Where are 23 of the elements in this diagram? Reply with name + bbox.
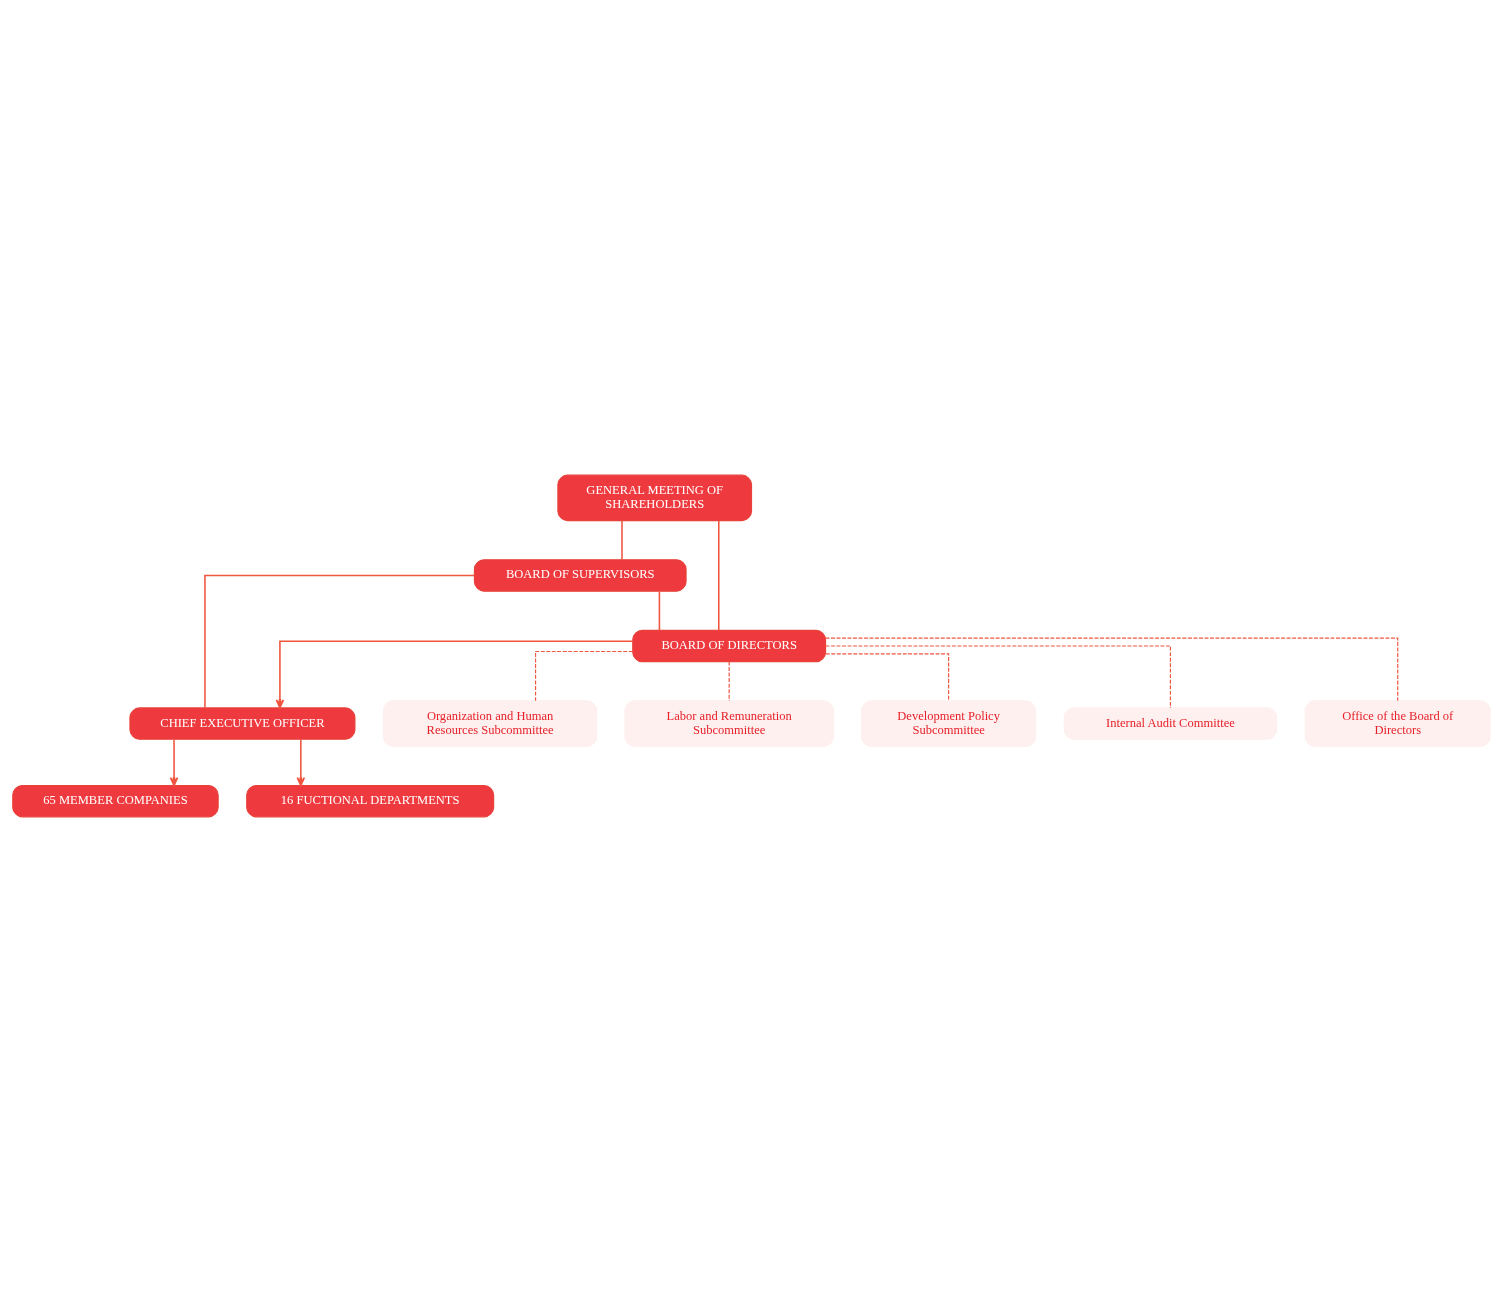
node-box: Internal Audit Committee — [1063, 706, 1278, 740]
node-box: Organization and Human Resources Subcommittee — [382, 699, 598, 747]
connector — [658, 590, 661, 631]
node-box: 16 FUCTIONAL DEPARTMENTS — [246, 784, 495, 817]
connector — [728, 660, 730, 701]
connector — [204, 574, 475, 709]
node-box: CHIEF EXECUTIVE OFFICER — [129, 706, 356, 740]
node-box: Development Policy Subcommittee — [861, 699, 1037, 747]
connector — [825, 644, 1171, 708]
node-box: BOARD OF DIRECTORS — [632, 629, 827, 662]
node-box: 65 MEMBER COMPANIES — [12, 784, 219, 817]
arrow — [275, 640, 634, 708]
connector — [718, 519, 720, 631]
connector — [535, 650, 634, 701]
node-box: BOARD OF SUPERVISORS — [473, 558, 687, 592]
node-box: GENERAL MEETING OF SHAREHOLDERS — [557, 474, 753, 521]
node-box: Labor and Remuneration Subcommittee — [624, 699, 834, 747]
connector — [825, 652, 950, 701]
node-box: Office of the Board of Directors — [1304, 699, 1491, 747]
connector — [825, 637, 1399, 701]
arrow — [169, 738, 179, 786]
connector — [621, 519, 623, 560]
arrow — [296, 738, 306, 786]
